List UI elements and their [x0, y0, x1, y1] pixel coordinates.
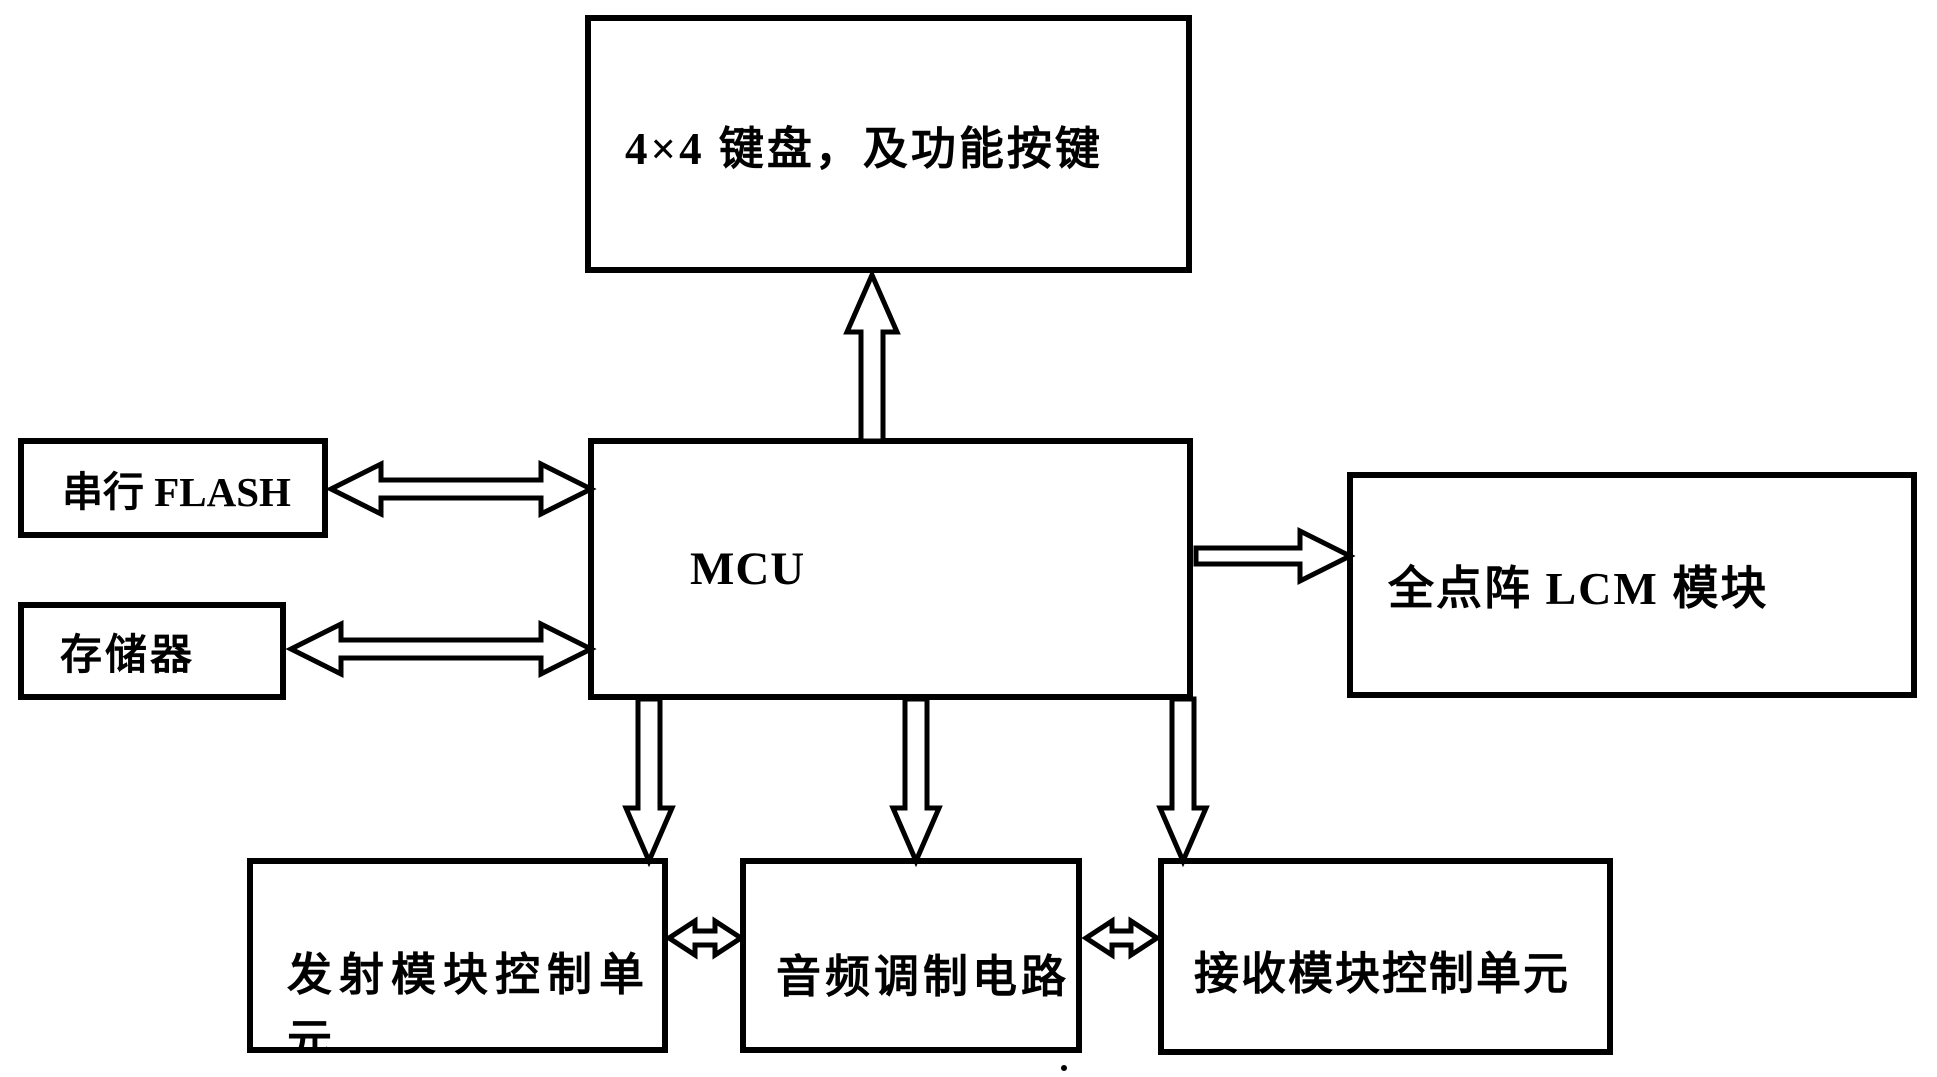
node-serial-flash-label: 串行 FLASH	[62, 458, 291, 518]
arrow-mcu-to-keypad	[847, 275, 897, 441]
node-keypad-label: 4×4 键盘，及功能按键	[625, 112, 1103, 177]
node-lcm-module-label: 全点阵 LCM 模块	[1388, 552, 1768, 618]
node-mcu: MCU	[588, 438, 1193, 700]
node-audio-modulation: 音频调制电路	[740, 858, 1082, 1053]
node-rx-control-unit: 接收模块控制单元	[1158, 858, 1613, 1055]
arrow-mcu-to-lcm	[1196, 531, 1350, 581]
arrow-mcu-to-rx	[1160, 699, 1206, 861]
node-serial-flash: 串行 FLASH	[18, 438, 328, 538]
node-keypad: 4×4 键盘，及功能按键	[585, 15, 1192, 273]
node-mcu-label: MCU	[690, 542, 805, 596]
node-rx-control-unit-label: 接收模块控制单元	[1194, 937, 1570, 1002]
node-memory-label: 存储器	[60, 621, 195, 682]
node-memory: 存储器	[18, 602, 286, 700]
node-tx-control-unit: 发射模块控制单元	[247, 858, 668, 1053]
arrow-audio-rx-bidirectional	[1086, 921, 1157, 955]
scan-speck	[1061, 1065, 1067, 1071]
arrow-flash-mcu-bidirectional	[331, 464, 591, 514]
node-tx-control-unit-label: 发射模块控制单元	[287, 942, 662, 1053]
arrow-memory-mcu-bidirectional	[291, 624, 591, 674]
node-lcm-module: 全点阵 LCM 模块	[1347, 472, 1917, 698]
node-audio-modulation-label: 音频调制电路	[776, 940, 1070, 1005]
arrow-tx-audio-bidirectional	[669, 921, 741, 955]
arrow-mcu-to-audio	[893, 699, 939, 861]
arrow-mcu-to-tx	[626, 699, 672, 861]
